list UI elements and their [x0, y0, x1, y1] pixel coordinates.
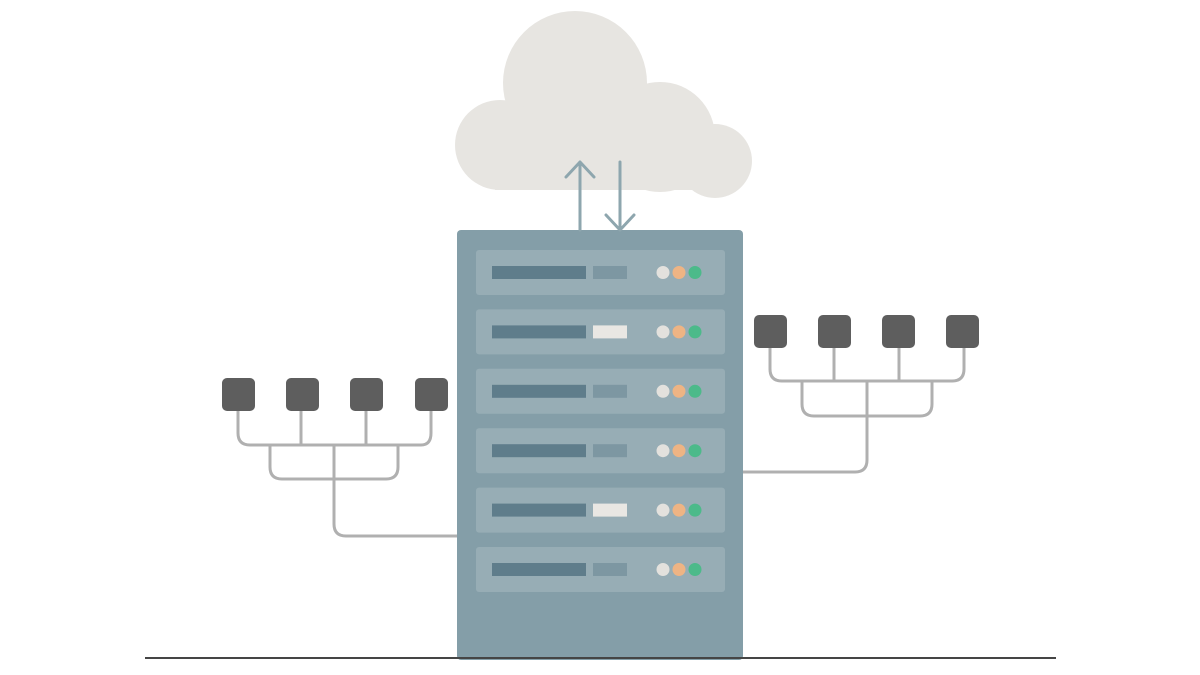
led-green-icon — [688, 444, 702, 458]
device-icon — [350, 378, 383, 411]
server-rack-icon — [457, 230, 743, 660]
slot-drive-bar — [492, 325, 586, 339]
device-icon — [286, 378, 319, 411]
slot-indicator-chip — [593, 325, 627, 339]
server-slot — [476, 547, 725, 592]
right-wire-tree — [740, 344, 966, 474]
device-icon — [415, 378, 448, 411]
arrow-up-icon — [564, 160, 596, 232]
server-slot — [476, 368, 725, 414]
led-green-icon — [688, 384, 702, 398]
device-icon — [754, 315, 787, 348]
slot-drive-bar — [492, 444, 586, 458]
server-slot — [476, 309, 725, 355]
arrow-down-icon — [604, 160, 636, 232]
slot-drive-bar — [492, 266, 586, 279]
led-orange-icon — [672, 384, 686, 398]
slot-drive-bar — [492, 563, 586, 576]
led-green-icon — [688, 266, 702, 279]
led-orange-icon — [672, 325, 686, 339]
server-slot — [476, 487, 725, 533]
network-wires — [236, 344, 966, 538]
slot-indicator-chip — [593, 503, 627, 517]
led-white-icon — [656, 563, 670, 576]
led-orange-icon — [672, 444, 686, 458]
device-icon — [818, 315, 851, 348]
server-slot — [476, 250, 725, 295]
led-orange-icon — [672, 503, 686, 517]
device-icon — [222, 378, 255, 411]
led-white-icon — [656, 384, 670, 398]
led-white-icon — [656, 325, 670, 339]
slot-indicator-chip — [593, 384, 627, 398]
server-slot — [476, 428, 725, 474]
led-green-icon — [688, 563, 702, 576]
slot-drive-bar — [492, 503, 586, 517]
led-green-icon — [688, 503, 702, 517]
left-wire-tree — [236, 406, 460, 538]
led-white-icon — [656, 444, 670, 458]
slot-indicator-chip — [593, 444, 627, 458]
led-white-icon — [656, 266, 670, 279]
led-green-icon — [688, 325, 702, 339]
led-white-icon — [656, 503, 670, 517]
led-orange-icon — [672, 266, 686, 279]
device-icon — [882, 315, 915, 348]
device-icon — [946, 315, 979, 348]
slot-indicator-chip — [593, 563, 627, 576]
left-device-cluster — [222, 378, 448, 411]
cloud-icon — [455, 11, 752, 198]
led-orange-icon — [672, 563, 686, 576]
slot-drive-bar — [492, 384, 586, 398]
right-device-cluster — [754, 315, 979, 348]
slot-indicator-chip — [593, 266, 627, 279]
